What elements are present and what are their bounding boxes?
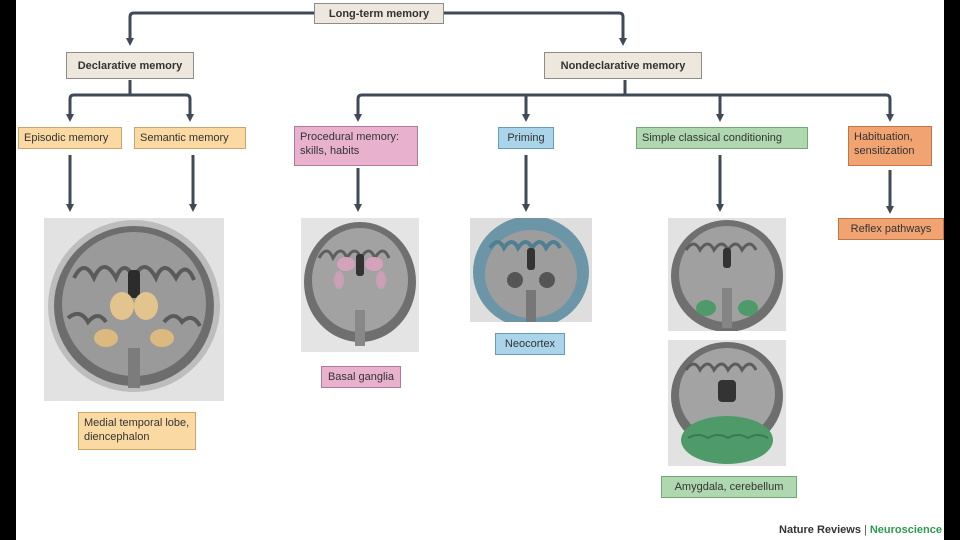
semantic-memory-label: Semantic memory [140, 132, 229, 144]
neocortex-box: Neocortex [495, 333, 565, 355]
nondeclarative-memory-label: Nondeclarative memory [560, 60, 686, 72]
brain-scan-medial-temporal [44, 218, 224, 401]
declarative-memory-label: Declarative memory [77, 60, 183, 72]
long-term-memory-label: Long-term memory [328, 8, 430, 20]
basal-ganglia-label: Basal ganglia [327, 371, 395, 383]
connector-lines [66, 11, 894, 214]
semantic-memory-box: Semantic memory [134, 127, 246, 149]
nondeclarative-memory-box: Nondeclarative memory [544, 52, 702, 79]
journal-credit: Nature Reviews|Neuroscience [779, 524, 942, 536]
reflex-pathways-label: Reflex pathways [850, 223, 932, 235]
basal-ganglia-box: Basal ganglia [321, 366, 401, 388]
brain-scan-amygdala [668, 218, 786, 331]
journal-section: Neuroscience [869, 524, 942, 536]
brain-scan-cerebellum [668, 340, 786, 466]
habituation-label: Habituation, sensitization [854, 131, 915, 157]
episodic-memory-label: Episodic memory [24, 132, 109, 144]
simple-classical-conditioning-box: Simple classical conditioning [636, 127, 808, 149]
medial-temporal-label: Medial temporal lobe, diencephalon [84, 417, 190, 443]
brain-scan-neocortex [470, 218, 592, 322]
reflex-pathways-box: Reflex pathways [838, 218, 944, 240]
habituation-box: Habituation, sensitization [848, 126, 932, 166]
credit-separator: | [863, 524, 867, 536]
procedural-memory-label: Procedural memory: skills, habits [300, 131, 400, 157]
simple-classical-conditioning-label: Simple classical conditioning [642, 132, 783, 144]
episodic-memory-box: Episodic memory [18, 127, 122, 149]
declarative-memory-box: Declarative memory [66, 52, 194, 79]
brain-scan-basal-ganglia [301, 218, 419, 352]
diagram-canvas: Long-term memory Declarative memory Nond… [16, 0, 944, 540]
long-term-memory-box: Long-term memory [314, 3, 444, 24]
medial-temporal-box: Medial temporal lobe, diencephalon [78, 412, 196, 450]
priming-label: Priming [507, 132, 545, 144]
amygdala-cerebellum-box: Amygdala, cerebellum [661, 476, 797, 498]
priming-box: Priming [498, 127, 554, 149]
neocortex-label: Neocortex [504, 338, 556, 350]
amygdala-cerebellum-label: Amygdala, cerebellum [674, 481, 784, 493]
procedural-memory-box: Procedural memory: skills, habits [294, 126, 418, 166]
journal-name: Nature Reviews [779, 524, 861, 536]
